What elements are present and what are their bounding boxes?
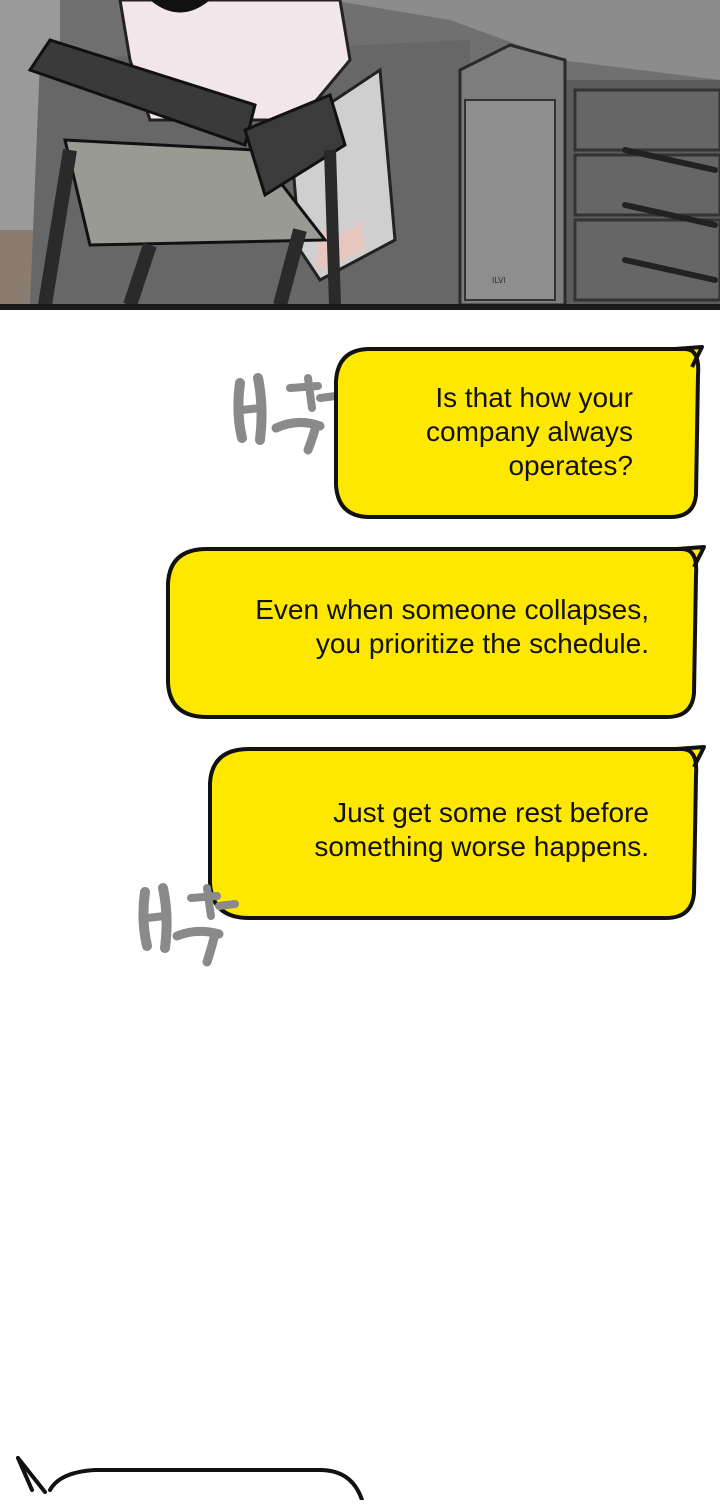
sfx-scribble-icon bbox=[233, 373, 340, 455]
bubble-3-text: Just get some rest before something wors… bbox=[314, 796, 649, 864]
dialogue-line: Is that how your bbox=[435, 382, 633, 413]
bubble-1-text: Is that how your company always operates… bbox=[426, 381, 633, 483]
dialogue-line: you prioritize the schedule. bbox=[315, 628, 649, 659]
bubble-2-text: Even when someone collapses, you priorit… bbox=[255, 593, 649, 661]
speech-bubble-partial bbox=[0, 1450, 380, 1505]
dialogue-line: something worse happens. bbox=[314, 831, 649, 862]
speech-bubble-3: Just get some rest before something wors… bbox=[204, 743, 707, 923]
dialogue-line: operates? bbox=[508, 450, 633, 481]
sfx-mark-2 bbox=[135, 880, 240, 975]
dialogue-line: Just get some rest before bbox=[333, 797, 649, 828]
speech-bubble-shape bbox=[16, 1456, 364, 1502]
speech-bubble-shape bbox=[334, 345, 704, 519]
speech-bubble-2: Even when someone collapses, you priorit… bbox=[162, 543, 707, 721]
speech-bubble-shape bbox=[166, 545, 706, 719]
comic-panel-office: ILVI bbox=[0, 0, 720, 310]
dialogue-line: company always bbox=[426, 416, 633, 447]
office-scene-illustration: ILVI bbox=[0, 0, 720, 310]
tower-label: ILVI bbox=[492, 276, 506, 285]
dialogue-line: Even when someone collapses, bbox=[255, 594, 649, 625]
speech-bubble-shape bbox=[208, 745, 706, 920]
speech-bubble-1: Is that how your company always operates… bbox=[330, 345, 705, 523]
sfx-mark-1 bbox=[228, 368, 343, 463]
sfx-scribble-icon bbox=[138, 883, 239, 967]
